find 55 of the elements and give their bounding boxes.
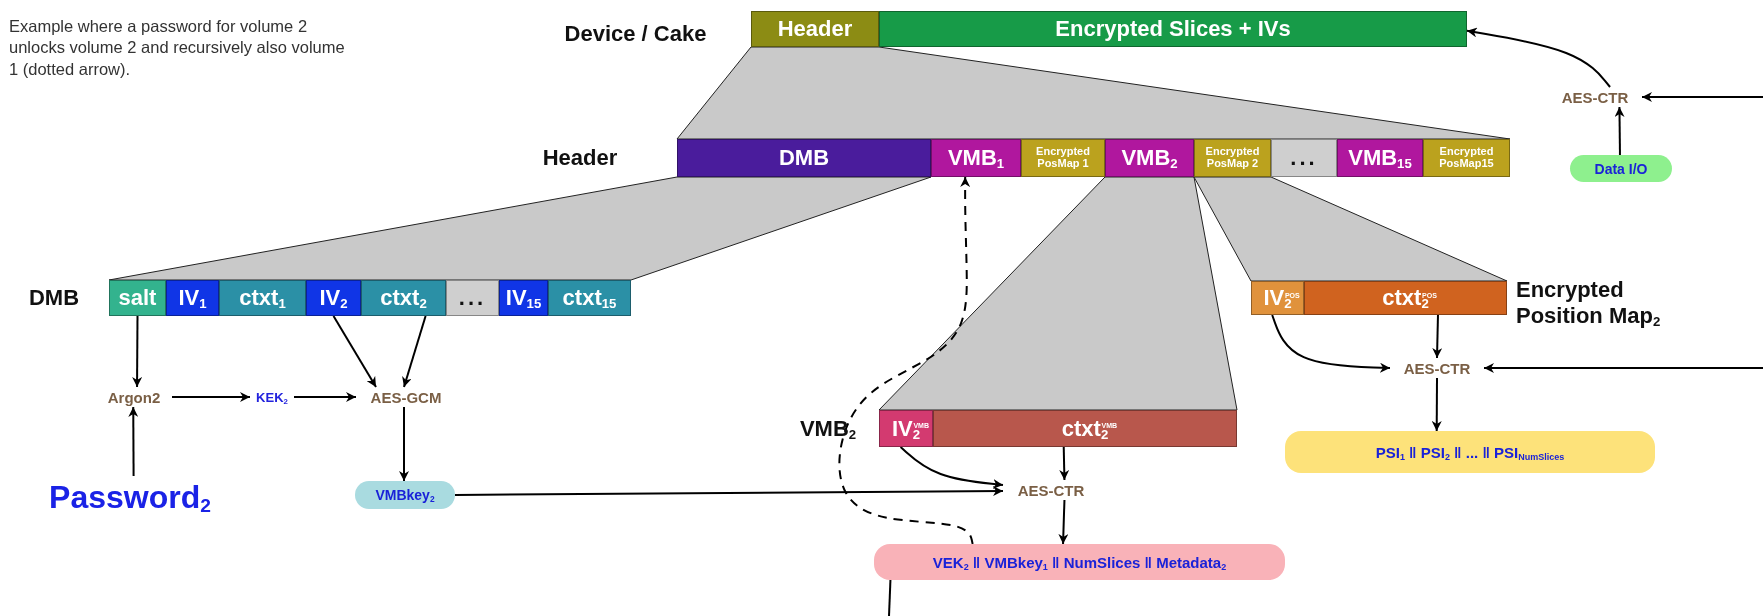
function-label: AES-CTR xyxy=(1548,87,1642,107)
function-label: AES-CTR xyxy=(1003,480,1099,500)
intro-note: Example where a password for volume 2 unlocks volume 2 and recursively also volume 1 (dotted arrow). xyxy=(9,15,346,80)
arrow xyxy=(1641,92,1763,102)
arrow xyxy=(402,315,427,388)
key-pill: VMBkey$_{2}$ xyxy=(355,481,455,509)
posmap-segment: Encrypted PosMap 2 xyxy=(1194,139,1271,177)
ellipsis-segment: ... xyxy=(1271,139,1337,177)
row-label: DMB xyxy=(27,284,81,312)
arrow xyxy=(1058,499,1069,545)
vmb-segment: VMB$_{1}$ xyxy=(931,139,1021,177)
row-label: VMB$_{2}$ xyxy=(798,414,858,444)
salt-segment: salt xyxy=(109,280,166,316)
ciphertext-segment: ctxt$_{15}$ xyxy=(548,280,631,316)
arrow xyxy=(132,315,143,388)
arrow xyxy=(1059,446,1070,481)
ciphertext-segment: ctxt$_{2}$ xyxy=(361,280,446,316)
arrow xyxy=(1614,106,1625,156)
connector-line xyxy=(888,579,892,616)
ellipsis-segment: ... xyxy=(446,280,499,316)
row-label: Header xyxy=(541,144,619,172)
password-label: Password$_{2}$ xyxy=(40,476,220,518)
iv-segment: IV$_{1}$ xyxy=(166,280,219,316)
posmap-segment: Encrypted PosMap 1 xyxy=(1021,139,1105,177)
iv-segment: IV$_{15}$ xyxy=(499,280,548,316)
header-segment: Header xyxy=(751,11,879,47)
posmap-segment: Encrypted PosMap15 xyxy=(1423,139,1510,177)
data-io-pill: Data I/O xyxy=(1570,155,1672,182)
vmb-segment: VMB$_{2}$ xyxy=(1105,139,1194,177)
arrow xyxy=(128,406,139,477)
vmb-segment: VMB$_{15}$ xyxy=(1337,139,1423,177)
position-map-pill: PSI$_{1}$ ‖ PSI$_{2}$ ‖ ... ‖ PSI$_{NumSlices}$ xyxy=(1285,431,1655,473)
arrow xyxy=(1483,363,1763,373)
arrow xyxy=(171,392,251,402)
iv-segment: IV$_{2}$ xyxy=(306,280,361,316)
arrow xyxy=(293,392,357,402)
ciphertext-segment: ctxt$_{1}$ xyxy=(219,280,306,316)
slices-segment: Encrypted Slices + IVs xyxy=(879,11,1467,47)
function-label: Argon2 xyxy=(96,387,172,407)
function-label: AES-CTR xyxy=(1390,358,1484,378)
row-label: Device / Cake xyxy=(563,20,708,48)
dashed-arrow xyxy=(838,176,974,545)
arrow xyxy=(1271,314,1391,373)
dmb-segment: DMB xyxy=(677,139,931,177)
decrypted-metadata-pill: VEK$_{2}$ ‖ VMBkey$_{1}$ ‖ NumSlices ‖ Metadata$_{2}$ xyxy=(874,544,1285,580)
key-label: KEK$_{2}$ xyxy=(250,387,294,407)
row-label: Encrypted Position Map$_{2}$ xyxy=(1516,275,1662,331)
arrow xyxy=(399,406,409,482)
arrow xyxy=(332,315,377,388)
arrow xyxy=(899,446,1004,489)
arrow xyxy=(1431,377,1442,432)
arrow xyxy=(1432,314,1443,359)
arrow xyxy=(454,486,1004,497)
function-label: AES-GCM xyxy=(356,387,456,407)
arrow xyxy=(1466,27,1612,88)
